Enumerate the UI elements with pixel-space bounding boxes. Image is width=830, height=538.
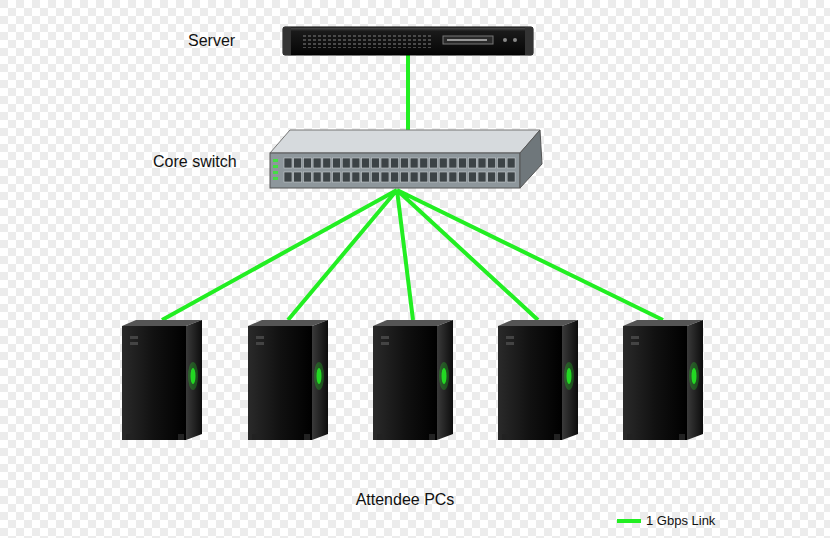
gigabit-link: [406, 55, 410, 130]
pc-group: Attendee PCs: [110, 312, 730, 512]
node-label: Core switch: [153, 152, 237, 172]
pcs-illustration: [110, 312, 730, 447]
node-label: Server: [188, 31, 235, 51]
node-label: Attendee PCs: [356, 490, 455, 510]
legend-text: 1 Gbps Link: [646, 511, 715, 531]
switch-node: Core switch: [150, 126, 550, 192]
switch-illustration: [268, 126, 546, 192]
legend-item: 1 Gbps Link: [612, 511, 715, 531]
server-illustration: [283, 27, 533, 55]
server-node: Server: [180, 24, 540, 58]
legend: 1 Gbps Link: [612, 511, 715, 531]
legend-line-sample: [616, 511, 642, 531]
gigabit-link: [162, 190, 663, 320]
